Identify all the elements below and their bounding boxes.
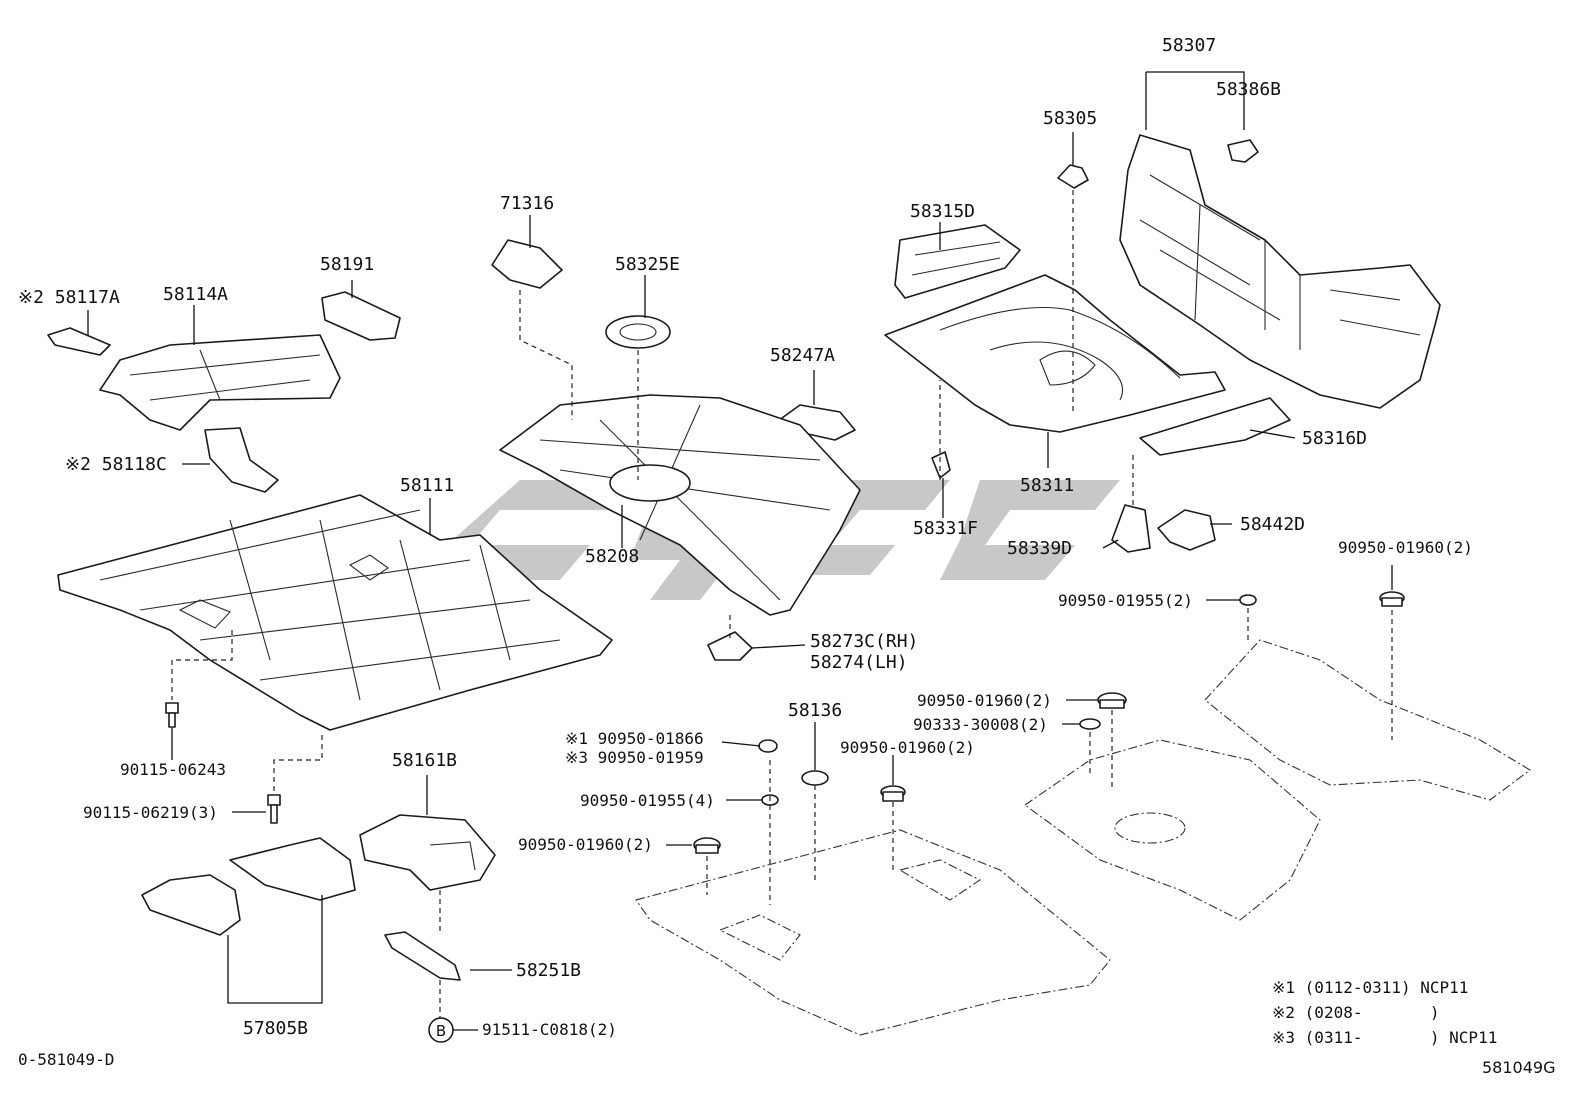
part-57805B-heat-insulator bbox=[141, 837, 356, 936]
label-58208: 58208 bbox=[585, 546, 640, 567]
label-57805B: 57805B bbox=[243, 1018, 309, 1039]
label-90115-06243: 90115-06243 bbox=[120, 760, 226, 779]
label-90333-30008: 90333-30008(2) bbox=[913, 715, 1048, 734]
phantom-front-floor-outline bbox=[635, 829, 1111, 1036]
label-58274: 58274(LH) bbox=[810, 652, 908, 673]
label-90115-06219: 90115-06219(3) bbox=[83, 803, 218, 822]
part-58315D-member bbox=[894, 224, 1021, 299]
part-plug-58136 bbox=[801, 770, 829, 786]
part-58307-rear-panel bbox=[1119, 134, 1441, 409]
part-90115-06219-bolt bbox=[267, 794, 281, 824]
legend-line-3: ※3 (0311- ) NCP11 bbox=[1272, 1028, 1498, 1047]
label-90950-01959: ※3 90950-01959 bbox=[565, 748, 704, 767]
label-90950-01955-b: 90950-01955(4) bbox=[580, 791, 715, 810]
part-58117A-bracket bbox=[47, 327, 111, 356]
part-58251B-bracket bbox=[384, 931, 461, 981]
label-58114A: 58114A bbox=[163, 284, 229, 305]
part-58305-bracket bbox=[1057, 164, 1089, 189]
part-58311-rear-floor-pan bbox=[884, 274, 1226, 433]
legend-line-2: ※2 (0208- ) bbox=[1272, 1003, 1440, 1022]
label-58161B: 58161B bbox=[392, 750, 458, 771]
leader-lines bbox=[87, 71, 1393, 1031]
callout-circle-b: B bbox=[428, 1017, 454, 1043]
part-71316-bracket bbox=[491, 239, 563, 289]
label-58118C: ※2 58118C bbox=[65, 454, 167, 475]
label-90950-01960-a: 90950-01960(2) bbox=[1338, 538, 1473, 557]
phantom-rear-floor-outline bbox=[1024, 739, 1321, 921]
label-58442D: 58442D bbox=[1240, 514, 1306, 535]
part-90115-06243-bolt bbox=[165, 702, 179, 728]
part-gasket-30008 bbox=[1079, 718, 1101, 730]
label-58325E: 58325E bbox=[615, 254, 681, 275]
part-grommet-01960-b bbox=[1097, 692, 1127, 709]
label-58339D: 58339D bbox=[1007, 538, 1073, 559]
label-90950-01960-b: 90950-01960(2) bbox=[917, 691, 1052, 710]
part-58339D-bracket bbox=[1111, 504, 1151, 553]
label-91511-C0818: 91511-C0818(2) bbox=[482, 1020, 617, 1039]
part-grommet-01960-d bbox=[693, 837, 721, 854]
callout-letter: B bbox=[436, 1022, 446, 1040]
label-58311: 58311 bbox=[1020, 475, 1075, 496]
label-90950-01960-d: 90950-01960(2) bbox=[518, 835, 653, 854]
label-58386B: 58386B bbox=[1216, 79, 1282, 100]
part-58325E-plug bbox=[605, 315, 671, 349]
part-58111-front-floor bbox=[57, 494, 613, 731]
part-grommet-01960-c bbox=[880, 785, 906, 802]
label-58331F: 58331F bbox=[913, 518, 979, 539]
label-58111: 58111 bbox=[400, 475, 455, 496]
label-58307: 58307 bbox=[1162, 35, 1217, 56]
label-58316D: 58316D bbox=[1302, 428, 1368, 449]
part-58161B-bracket bbox=[359, 814, 496, 891]
part-58316D-member bbox=[1139, 397, 1291, 456]
figure-code: 581049G bbox=[1482, 1058, 1556, 1077]
part-grommet-01866 bbox=[758, 739, 778, 753]
label-58305: 58305 bbox=[1043, 108, 1098, 129]
part-58191-member bbox=[321, 291, 401, 341]
label-71316: 71316 bbox=[500, 193, 555, 214]
label-58117A: ※2 58117A bbox=[18, 287, 120, 308]
part-grommet-01955-a bbox=[1239, 594, 1257, 606]
label-90950-01866: ※1 90950-01866 bbox=[565, 729, 704, 748]
label-58247A: 58247A bbox=[770, 345, 836, 366]
assembly-lines bbox=[171, 190, 1393, 1018]
part-58331F-bracket bbox=[931, 451, 951, 479]
phantom-rear-section-outline bbox=[1204, 639, 1531, 801]
part-grommet-01960-a bbox=[1379, 591, 1405, 607]
part-58442D-bracket bbox=[1157, 509, 1216, 551]
label-58273C: 58273C(RH) bbox=[810, 631, 919, 652]
label-58136: 58136 bbox=[788, 700, 843, 721]
diagram-id: 0-581049-D bbox=[18, 1050, 115, 1069]
label-90950-01960-c: 90950-01960(2) bbox=[840, 738, 975, 757]
part-58118C-bracket bbox=[204, 427, 279, 493]
part-58114A-member bbox=[99, 334, 341, 431]
label-90950-01955-a: 90950-01955(2) bbox=[1058, 591, 1193, 610]
label-58315D: 58315D bbox=[910, 201, 976, 222]
label-58191: 58191 bbox=[320, 254, 375, 275]
label-58251B: 58251B bbox=[516, 960, 582, 981]
legend-line-1: ※1 (0112-0311) NCP11 bbox=[1272, 978, 1469, 997]
